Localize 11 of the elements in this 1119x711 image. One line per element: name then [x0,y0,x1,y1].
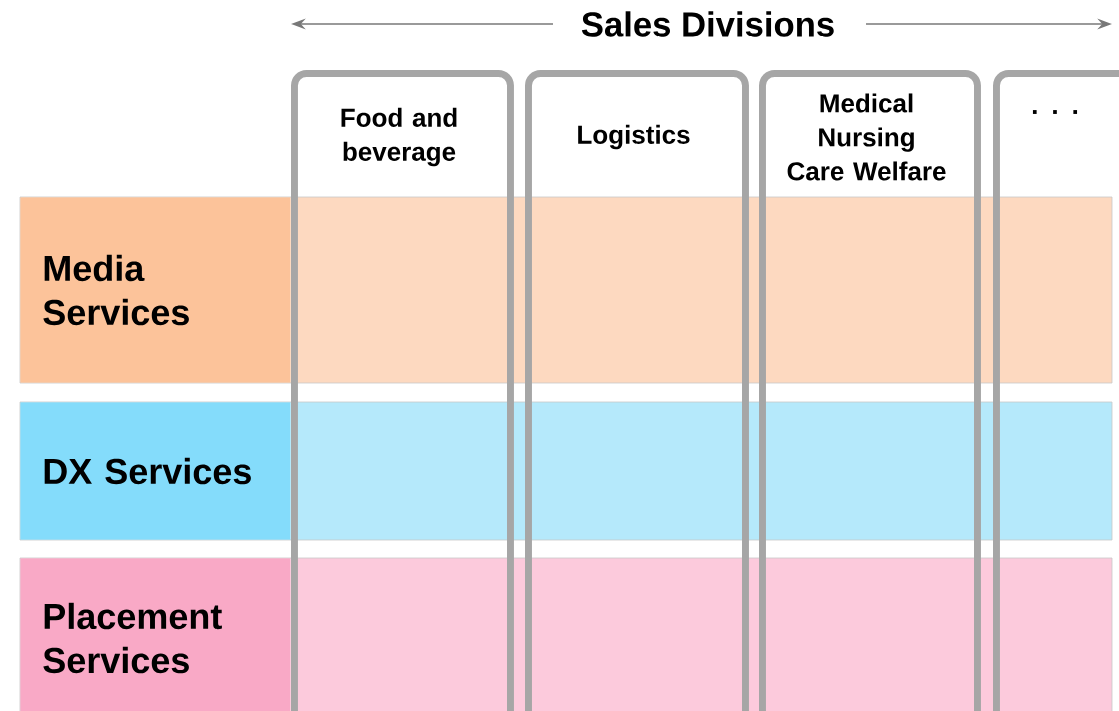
column-heading: Logistics [578,124,690,150]
row-heading: DX Services [44,457,251,485]
row-band [19,557,1113,711]
row-heading: Media Services [43,254,189,326]
row-heading: Placement Services [43,602,222,674]
row-band [19,401,1113,541]
column-heading: Medical Nursing Care Welfare [787,93,946,181]
column-heading: Food and beverage [341,107,457,167]
column-heading: . . . [1032,110,1078,114]
title: Sales Divisions [581,11,834,37]
row-band [19,196,1113,384]
